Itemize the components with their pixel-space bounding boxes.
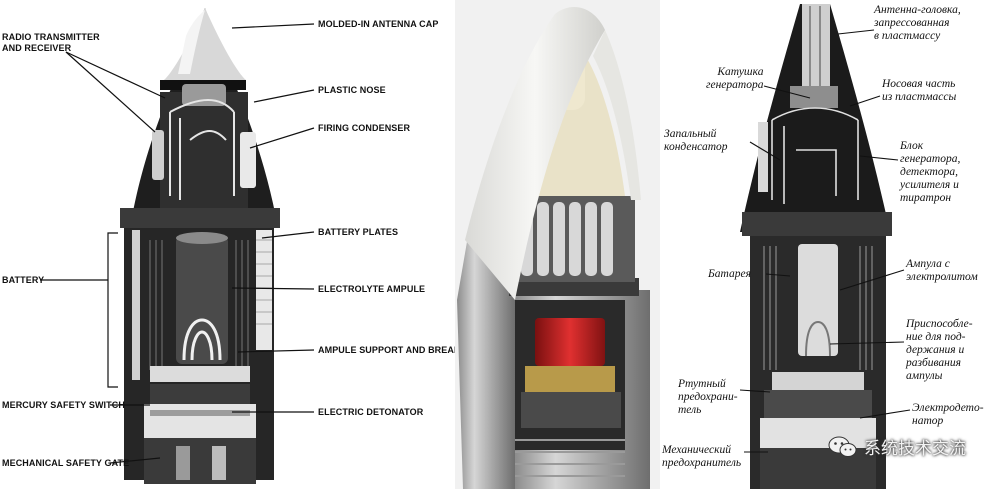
label-antenna-cap: MOLDED-IN ANTENNA CAP <box>318 19 439 29</box>
ru-label-detonator: Электродето- натор <box>912 402 984 427</box>
photo-cutaway-panel <box>455 0 660 489</box>
label-plastic-nose: PLASTIC NOSE <box>318 85 386 95</box>
ru-label-ampule: Ампула с электролитом <box>906 258 978 283</box>
ru-label-antenna: Антенна-головка, запрессованная в пластм… <box>874 4 961 42</box>
photo-fuze-image <box>455 0 660 489</box>
ru-label-block: Блок генератора, детектора, усилителя и … <box>900 140 961 204</box>
ru-label-battery: Батарея <box>708 268 751 280</box>
label-radio-transmitter-receiver: RADIO TRANSMITTER AND RECEIVER <box>2 32 100 53</box>
watermark: 系统技术交流 <box>828 434 966 459</box>
russian-fuze-drawing <box>739 4 911 489</box>
wechat-icon <box>828 436 857 457</box>
ru-label-condenser: Запальный конденсатор <box>664 128 728 153</box>
english-cutaway-panel: RADIO TRANSMITTER AND RECEIVER MOLDED-IN… <box>0 0 455 489</box>
label-mercury-switch: MERCURY SAFETY SWITCH <box>2 400 125 410</box>
ru-label-mercury: Ртутный предохрани- тель <box>678 378 738 416</box>
label-battery: BATTERY <box>2 275 45 285</box>
label-battery-plates: BATTERY PLATES <box>318 227 399 237</box>
watermark-text: 系统技术交流 <box>864 439 966 459</box>
ru-label-coil: Катушка генератора <box>706 66 764 91</box>
label-mechanical-gate: MECHANICAL SAFETY GATE <box>2 458 130 468</box>
ru-label-device: Приспособле- ние для под- держания и раз… <box>906 318 973 382</box>
english-fuze-drawing <box>40 8 315 484</box>
ru-label-nose: Носовая часть из пластмассы <box>882 78 957 103</box>
label-electrolyte-ampule: ELECTROLYTE AMPULE <box>318 284 426 294</box>
label-electric-detonator: ELECTRIC DETONATOR <box>318 407 424 417</box>
ru-label-mechanical: Механический предохранитель <box>662 444 742 469</box>
label-firing-condenser: FIRING CONDENSER <box>318 123 411 133</box>
label-ampule-support: AMPULE SUPPORT AND BREAKER <box>318 345 455 355</box>
russian-cutaway-panel: Антенна-головка, запрессованная в пластм… <box>660 0 992 489</box>
